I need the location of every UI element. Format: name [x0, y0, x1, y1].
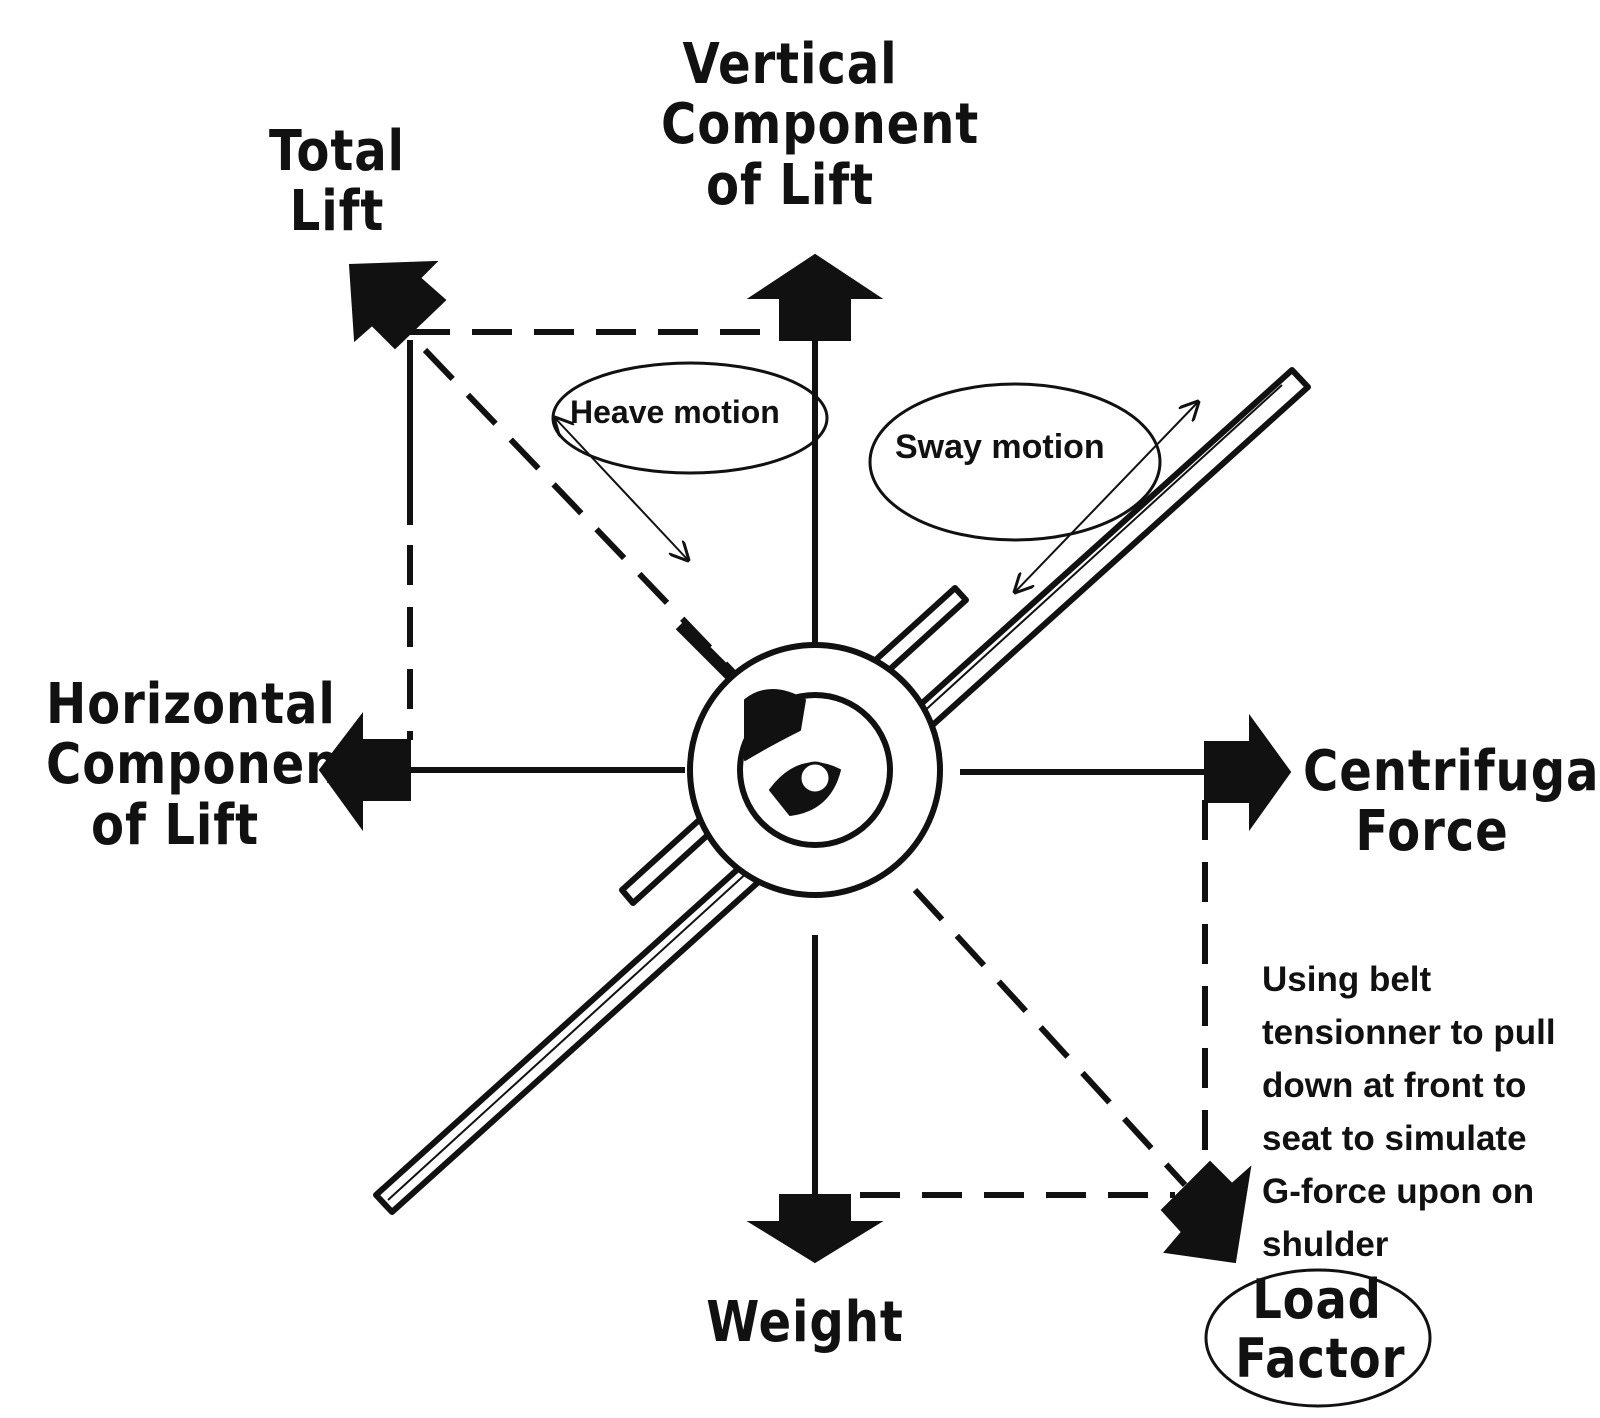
propeller-hub [798, 761, 832, 795]
sway-motion-text: Sway motion [895, 428, 1105, 466]
aircraft [373, 367, 1311, 1215]
belt-note-line5: G-force upon on [1262, 1172, 1535, 1211]
load-factor-arrowhead [1160, 1160, 1252, 1264]
annotation-ellipses [551, 361, 1432, 1408]
belt-tensioner-note: Using belt tensionner to pull down at fr… [1262, 953, 1556, 1271]
canopy-shadow [744, 689, 806, 761]
belt-note-line2: tensionner to pull [1262, 1013, 1556, 1052]
sway-motion-arrow [1015, 402, 1198, 592]
horizontal-lift-arrowhead [318, 712, 411, 832]
heave-motion-arrow [555, 418, 688, 560]
vertical-component-label-line1: Vertical [682, 32, 898, 97]
belt-note-line1: Using belt [1262, 960, 1432, 999]
force-lines [400, 330, 1205, 1195]
heave-motion-ellipse [551, 361, 829, 475]
total-lift-label: Total Lift [264, 119, 410, 245]
load-factor-label: Load Factor [1235, 1268, 1406, 1391]
total-lift-arrowhead [348, 260, 447, 350]
total-lift-label-line2: Lift [289, 179, 385, 245]
belt-note-line3: down at front to [1262, 1066, 1527, 1105]
load-factor-ellipse [1204, 1268, 1432, 1408]
belt-note-line6: shulder [1262, 1225, 1389, 1264]
vertical-component-label-line2: Component [661, 92, 980, 158]
horizontal-component-label-line2: Component [46, 732, 365, 798]
load-factor-label-line2: Factor [1235, 1327, 1406, 1391]
vertical-lift-arrowhead [746, 253, 884, 341]
dashed-lines [407, 329, 1208, 1198]
centrifugal-force-label: Centrifugal Force [1303, 739, 1600, 865]
belt-note-line4: seat to simulate [1262, 1119, 1527, 1158]
total-lift-label-line1: Total [269, 119, 405, 184]
load-factor-label-line1: Load [1252, 1268, 1382, 1331]
weight-label: Weight [706, 1290, 904, 1355]
weight-arrowhead [746, 1194, 884, 1264]
sway-motion-ellipse [868, 382, 1162, 542]
weight-label-text: Weight [706, 1290, 904, 1355]
vertical-component-label-line3: of Lift [706, 152, 874, 218]
force-arrowheads [318, 253, 1292, 1264]
load-factor-diagonal-dash [912, 887, 1188, 1188]
centrifugal-force-label-line1: Centrifugal [1303, 739, 1600, 804]
horizontal-component-label-line1: Horizontal [46, 672, 336, 737]
heave-motion-text: Heave motion [570, 394, 780, 430]
horizontal-component-label: Horizontal Component of Lift [46, 672, 365, 858]
vertical-component-label: Vertical Component of Lift [661, 32, 980, 218]
centrifugal-force-label-line2: Force [1355, 799, 1509, 865]
centrifugal-arrowhead [1204, 713, 1292, 832]
horizontal-component-label-line3: of Lift [91, 792, 259, 858]
annotation-arrows [555, 402, 1198, 592]
